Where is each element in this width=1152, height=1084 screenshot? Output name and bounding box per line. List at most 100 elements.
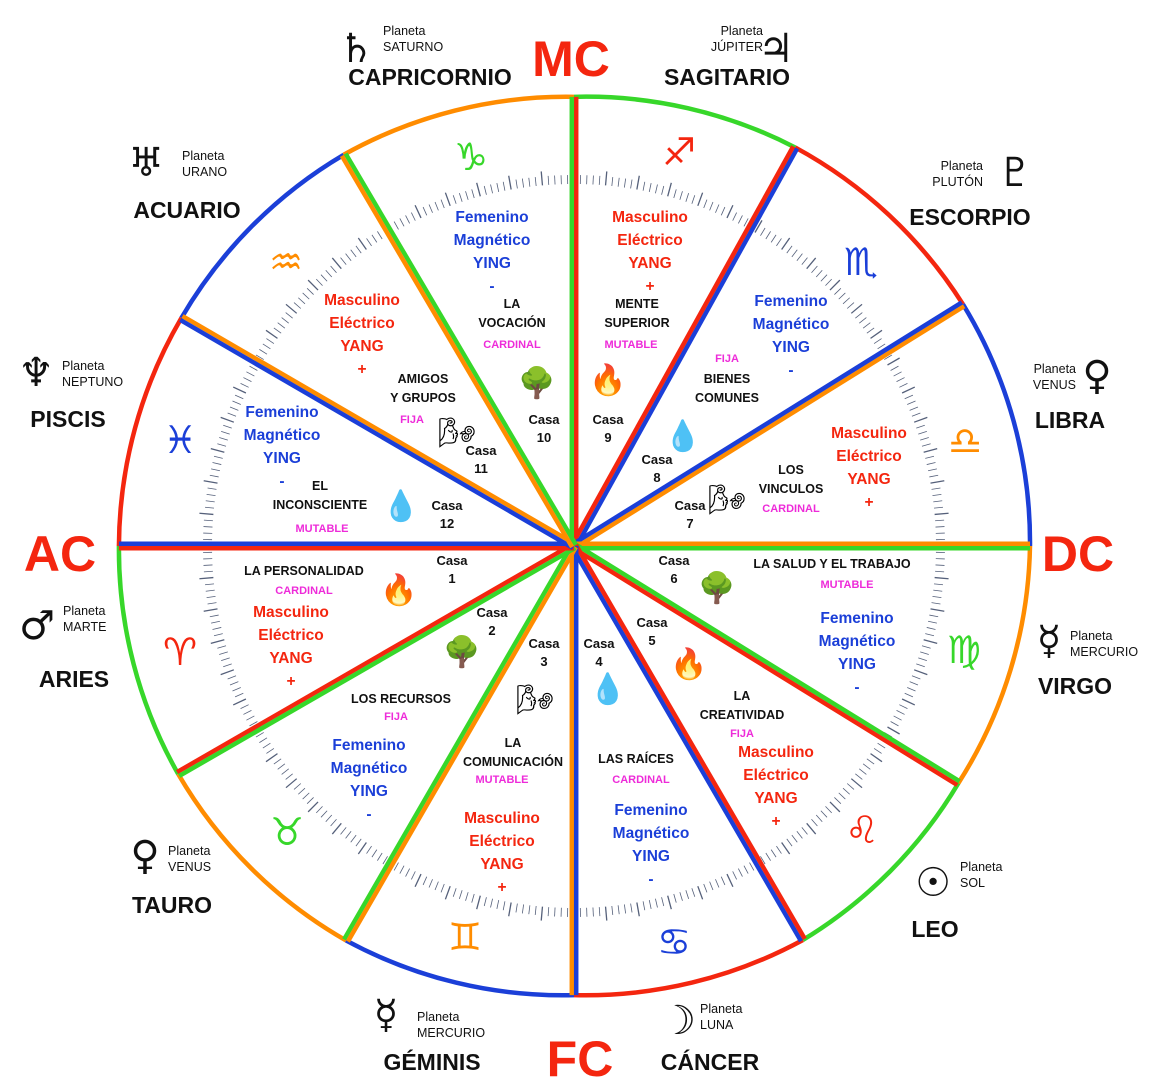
tick (414, 873, 422, 888)
element-icon: 🌬 (516, 683, 554, 718)
tick (933, 589, 943, 592)
tick (298, 297, 306, 305)
tick (786, 245, 793, 254)
tick (355, 838, 362, 847)
tick (870, 329, 883, 339)
polarity-text: - (366, 806, 371, 823)
tick (232, 687, 241, 692)
element-icon: 🌬 (708, 483, 746, 518)
polarity-text: + (771, 813, 780, 830)
tick (465, 191, 469, 200)
tick (325, 270, 333, 278)
sector-arc (342, 94, 575, 157)
zodiac-glyph: ♎ (948, 419, 982, 463)
tick (221, 657, 230, 662)
polarity-text: Femenino (245, 404, 318, 421)
modality-label: MUTABLE (476, 774, 529, 786)
tick (617, 905, 620, 915)
sector-arc (116, 316, 184, 547)
polarity-text: Femenino (455, 209, 528, 226)
casa-number: 6 (670, 571, 677, 586)
tick (611, 176, 614, 187)
modality-label: FIJA (400, 414, 424, 426)
tick (737, 215, 743, 224)
tick (199, 512, 214, 516)
tick (330, 265, 337, 274)
tick (325, 814, 333, 822)
tick (211, 468, 220, 472)
tick (259, 349, 268, 355)
tick (330, 818, 337, 827)
tick (502, 901, 506, 911)
tick (760, 227, 766, 236)
tick (890, 721, 899, 727)
tick (866, 327, 875, 334)
tick (508, 175, 512, 190)
tick (302, 792, 310, 800)
tick (232, 386, 247, 394)
house-topic: LA (734, 689, 751, 703)
tick (345, 831, 352, 839)
tick (227, 412, 237, 417)
tick (850, 303, 863, 314)
tick (440, 883, 445, 893)
tick (240, 704, 249, 709)
casa-label: Casa (465, 443, 497, 458)
house-topic: MENTE (615, 297, 659, 311)
sign-name-3: LIBRA (1035, 407, 1105, 433)
sector-border (573, 304, 966, 550)
tick (923, 448, 938, 453)
planet-glyph-icon: ♀ (130, 833, 159, 879)
planet-glyph-icon: ☽ (660, 998, 696, 1044)
polarity-text: Eléctrico (469, 833, 534, 850)
tick (913, 669, 928, 676)
tick (930, 608, 945, 612)
tick (452, 195, 457, 204)
house-12: FemeninoMagnéticoYING-ELINCONSCIENTEMUTA… (244, 404, 464, 535)
tick (203, 570, 213, 573)
modality-label: FIJA (730, 728, 754, 740)
tick (862, 763, 871, 770)
tick (502, 181, 506, 191)
planet-label: Planeta (960, 860, 1002, 874)
polarity-text: Femenino (820, 610, 893, 627)
casa-label: Casa (431, 498, 463, 513)
tick (776, 238, 782, 247)
tick (210, 639, 225, 644)
tick (232, 698, 247, 706)
planet-name: SATURNO (383, 40, 443, 54)
tick (685, 890, 690, 899)
polarity-text: Magnético (454, 232, 531, 249)
polarity-text: Eléctrico (617, 232, 682, 249)
tick (452, 888, 457, 897)
polarity-text: Magnético (331, 760, 408, 777)
sector-border (181, 314, 577, 547)
tick (749, 862, 755, 871)
polarity-text: YANG (847, 471, 890, 488)
zodiac-glyph: ♑ (454, 135, 488, 179)
tick (893, 715, 902, 721)
tick (796, 253, 803, 261)
modality-label: CARDINAL (483, 339, 541, 351)
tick (617, 177, 620, 187)
tick (285, 312, 293, 319)
polarity-text: YING (350, 783, 388, 800)
polarity-text: YING (772, 339, 810, 356)
element-icon: 💧 (382, 488, 419, 524)
tick (471, 189, 475, 199)
sector-border (570, 545, 803, 943)
sign-name-4: VIRGO (1038, 673, 1112, 699)
element-icon: 🔥 (380, 572, 417, 608)
tick (209, 614, 219, 618)
tick (929, 614, 939, 618)
tick (928, 620, 937, 624)
tick (673, 189, 677, 199)
tick (921, 645, 931, 649)
tick (266, 748, 275, 754)
tick (907, 687, 916, 692)
tick (850, 778, 863, 789)
tick (277, 763, 286, 770)
polarity-text: YING (838, 656, 876, 673)
tick (918, 430, 927, 435)
